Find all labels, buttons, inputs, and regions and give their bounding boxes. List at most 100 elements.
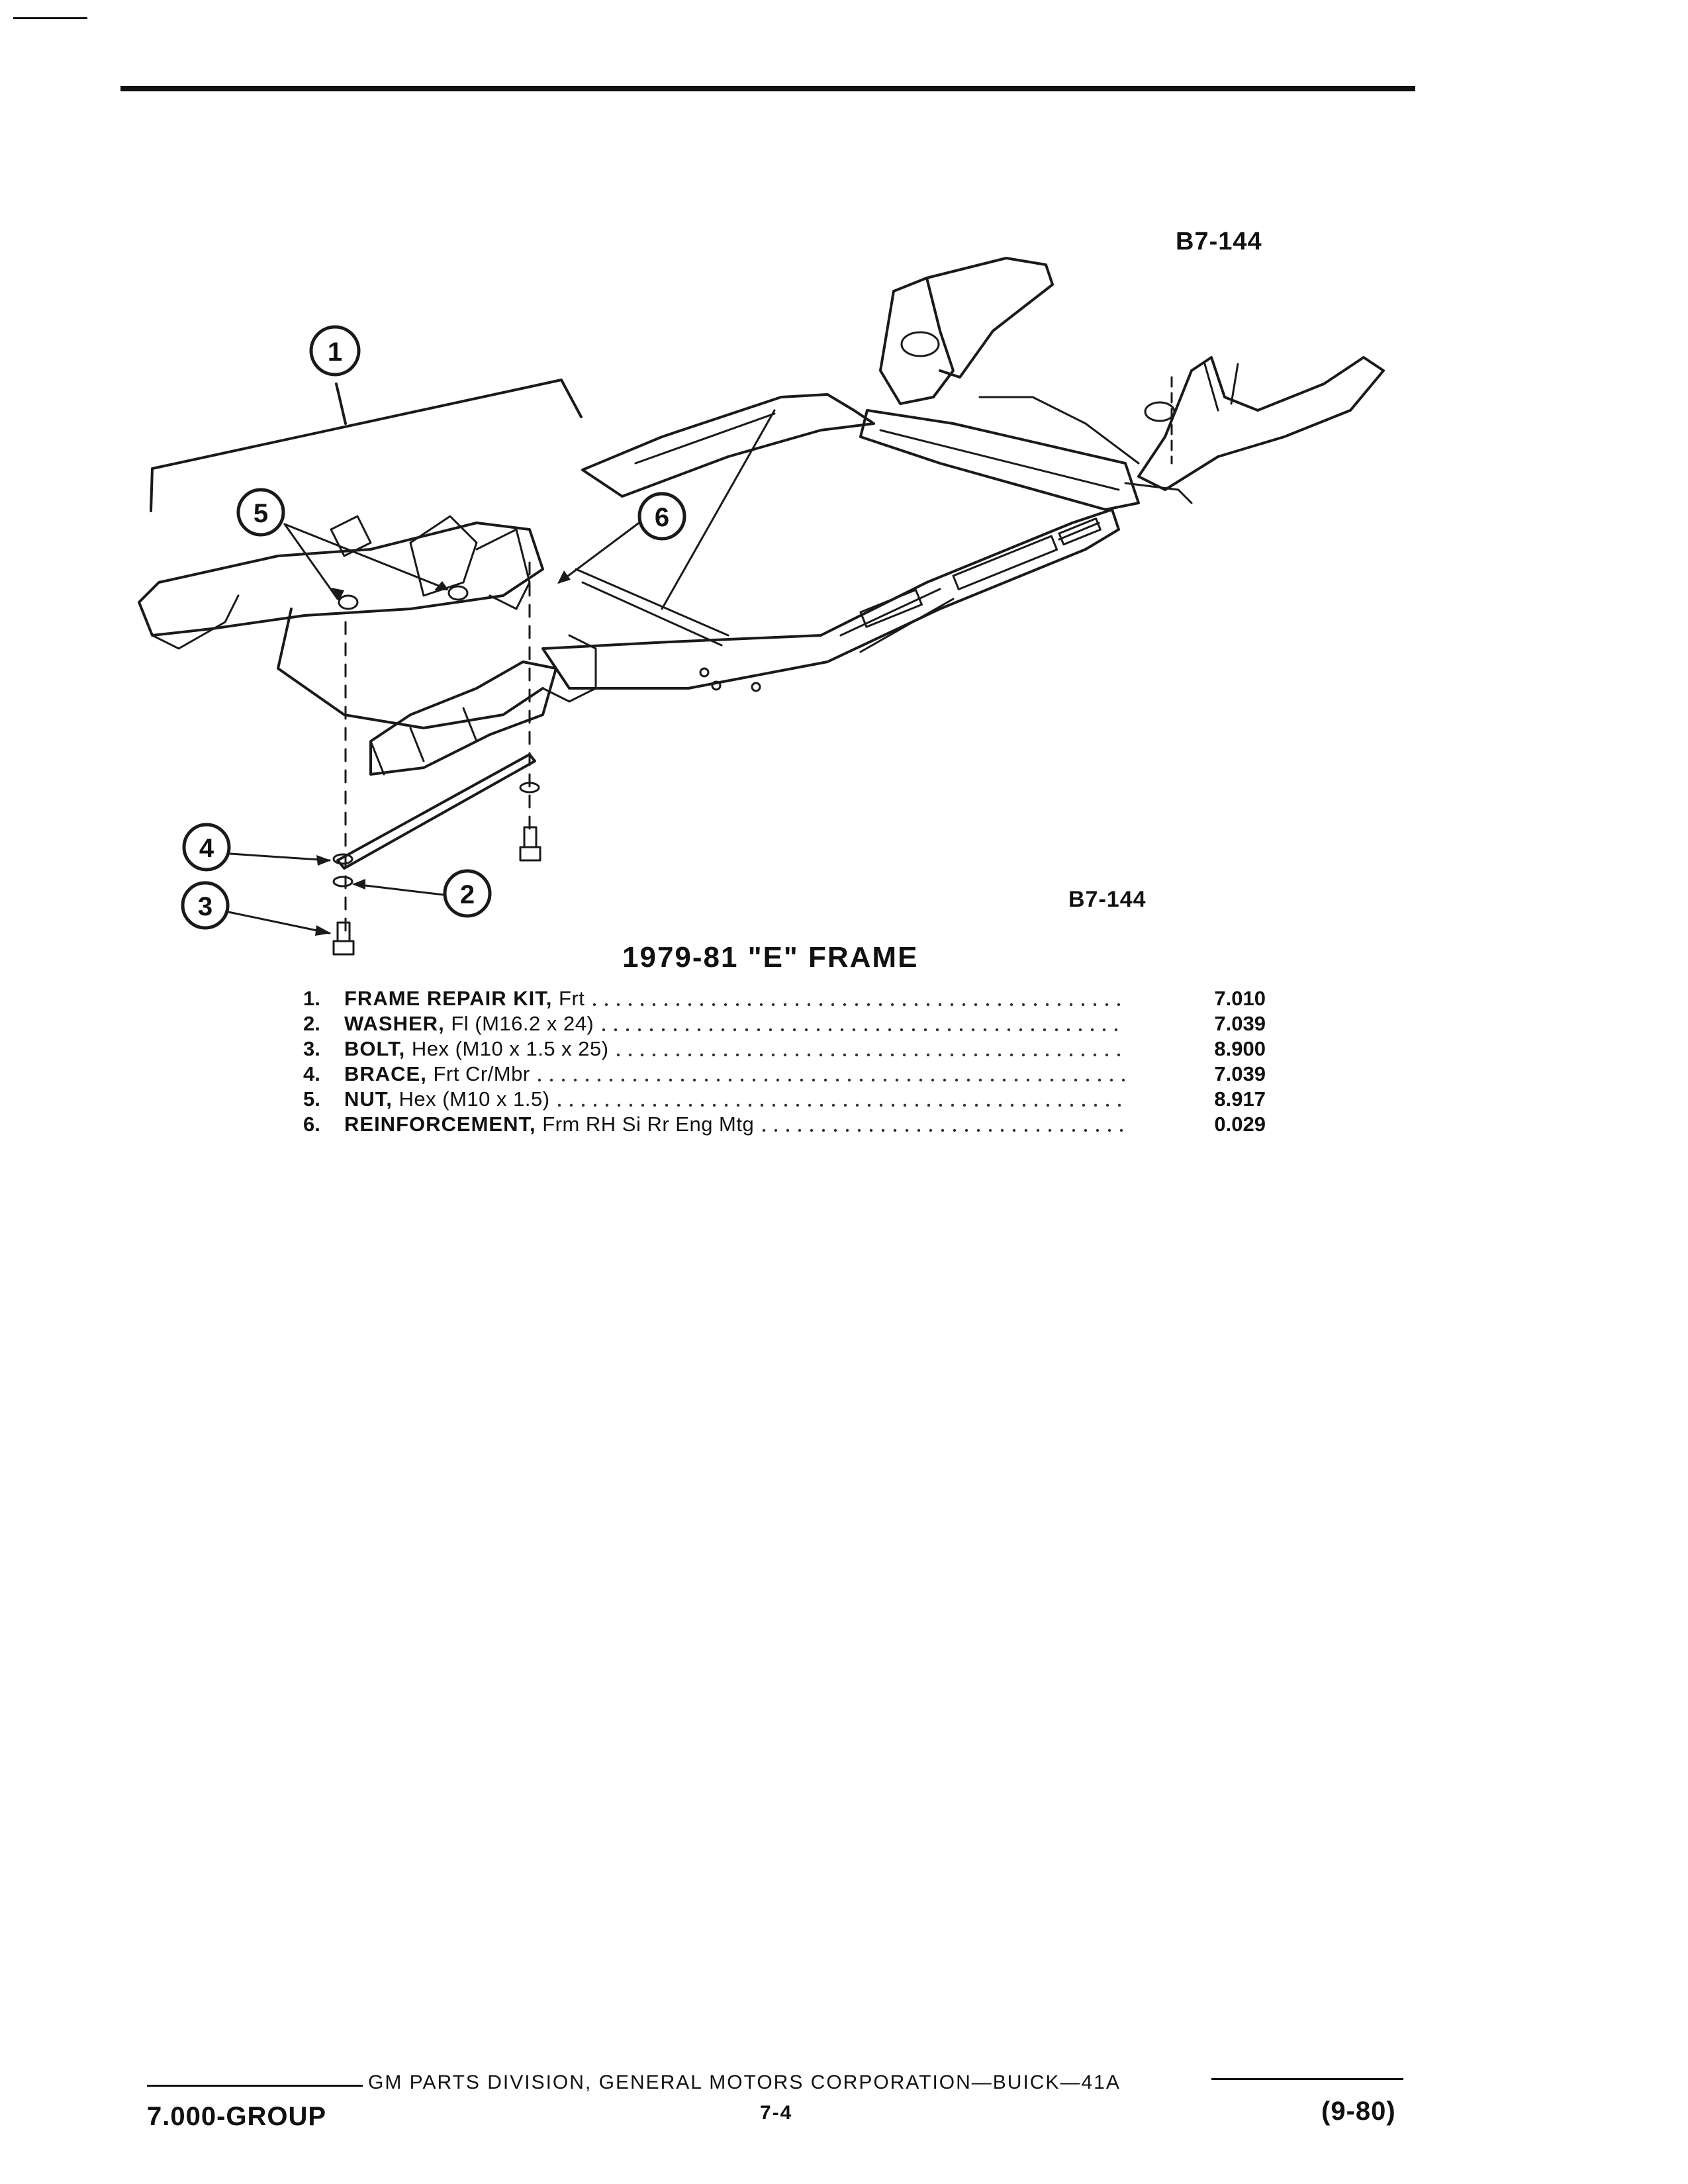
leader-dot	[998, 1103, 1002, 1107]
right-side-rail	[541, 508, 1120, 690]
leader-dot	[1048, 1128, 1052, 1132]
leader-dot	[700, 1053, 704, 1057]
leader-dot	[735, 1053, 739, 1057]
part-desc: Frm RH Si Rr Eng Mtg	[542, 1113, 755, 1136]
leader-dot	[1062, 1078, 1066, 1082]
leader-dot	[959, 1028, 963, 1032]
leader-dot	[1024, 1128, 1028, 1132]
leader-dot	[895, 1078, 899, 1082]
leader-dot	[907, 1078, 911, 1082]
leader-dot	[752, 1078, 756, 1082]
leader-dot	[669, 1078, 673, 1082]
leader-dot	[796, 1103, 800, 1107]
leader-dot	[905, 1128, 909, 1132]
part-number: 5.	[303, 1087, 320, 1111]
leader-dot	[1094, 1103, 1098, 1107]
leader-dot	[772, 1103, 776, 1107]
leader-dot	[974, 1003, 978, 1007]
part-desc: Hex (M10 x 1.5)	[399, 1087, 550, 1111]
leader-dot	[998, 1003, 1002, 1007]
leader-dot	[1058, 1103, 1062, 1107]
leader-dot	[1014, 1078, 1018, 1082]
leader-dot	[1069, 1003, 1073, 1007]
leader-dot	[748, 1103, 752, 1107]
leader-dot	[747, 1053, 751, 1057]
leader-dot	[964, 1128, 968, 1132]
leader-dot	[986, 1103, 990, 1107]
part-group: 0.029	[1214, 1113, 1266, 1136]
leader-dot	[943, 1078, 947, 1082]
leader-dot	[641, 1103, 645, 1107]
leader-dot	[804, 1028, 808, 1032]
leader-dot	[843, 1103, 847, 1107]
leader-dot	[831, 1053, 835, 1057]
leader-dot	[1119, 1128, 1123, 1132]
leader-dot	[951, 1103, 955, 1107]
rear-crossmember	[859, 409, 1140, 511]
leader-dot	[728, 1078, 732, 1082]
leader-dot	[902, 1053, 906, 1057]
leader-dot	[840, 1028, 844, 1032]
left-side-rail	[581, 393, 875, 498]
leader-dot	[971, 1028, 975, 1032]
figure-code-top: B7-144	[1176, 228, 1262, 255]
leader-dot	[617, 1103, 621, 1107]
leader-dot	[1069, 1053, 1073, 1057]
leader-dot	[888, 1028, 892, 1032]
leader-dot	[1002, 1078, 1006, 1082]
part-number: 3.	[303, 1037, 320, 1060]
leader-dot	[1072, 1128, 1076, 1132]
leader-dot	[891, 1103, 895, 1107]
leader-dot	[800, 1078, 804, 1082]
leader-dot	[724, 1053, 727, 1057]
leader-dot	[700, 1103, 704, 1107]
leader-dot	[867, 1103, 871, 1107]
leader-dot	[757, 1028, 761, 1032]
front-brace	[336, 753, 536, 870]
leader-dot	[760, 1103, 764, 1107]
leader-dot	[983, 1028, 987, 1032]
leader-dot	[823, 1078, 827, 1082]
leader-dot	[1096, 1128, 1100, 1132]
leader-dot	[902, 1003, 906, 1007]
leader-dot	[640, 1003, 644, 1007]
leader-dot	[657, 1078, 661, 1082]
leader-dot	[795, 1053, 799, 1057]
leader-dot	[986, 1003, 990, 1007]
leader-dot	[947, 1028, 951, 1032]
leader-dot	[821, 1128, 825, 1132]
parts-row: 4. BRACE, Frt Cr/Mbr 7.039	[303, 1062, 1270, 1087]
leader-dot	[819, 1003, 823, 1007]
leader-dot	[769, 1028, 773, 1032]
leader-dot	[835, 1078, 839, 1082]
leader-dot	[998, 1053, 1002, 1057]
leader-dot	[759, 1053, 763, 1057]
leader-dot	[788, 1078, 792, 1082]
leader-dot	[597, 1078, 601, 1082]
leader-dot	[792, 1028, 796, 1032]
leader-dot	[914, 1053, 918, 1057]
leader-dot	[685, 1028, 689, 1032]
leader-dot	[867, 1003, 870, 1007]
rail-slot	[859, 588, 923, 628]
part-desc: Fl (M16.2 x 24)	[451, 1012, 594, 1035]
leader-dot	[1105, 1103, 1109, 1107]
leader-dot	[878, 1003, 882, 1007]
part-name: REINFORCEMENT, Frm RH Si Rr Eng Mtg	[344, 1113, 755, 1136]
part-number: 4.	[303, 1062, 320, 1085]
leader-dot	[784, 1103, 788, 1107]
leader-dot	[665, 1103, 669, 1107]
leader-dot	[637, 1028, 641, 1032]
leader-dot	[664, 1053, 668, 1057]
leader-dot	[900, 1028, 904, 1032]
leader-dot	[923, 1028, 927, 1032]
leader-dot	[1033, 1003, 1037, 1007]
corner-mark	[13, 17, 87, 19]
leader-dot	[740, 1078, 744, 1082]
leader-dot	[764, 1078, 768, 1082]
leader-dot	[808, 1103, 812, 1107]
leader-dot	[852, 1028, 856, 1032]
leader-dot	[645, 1078, 649, 1082]
leader-dot	[807, 1003, 811, 1007]
leader-dot	[712, 1053, 716, 1057]
